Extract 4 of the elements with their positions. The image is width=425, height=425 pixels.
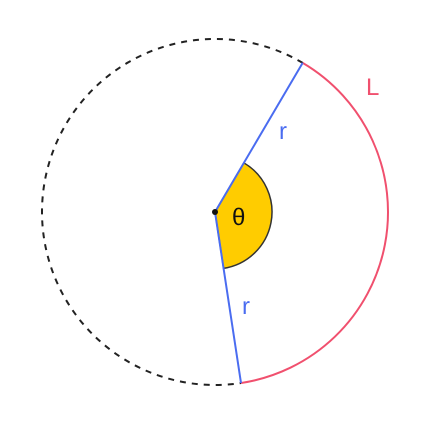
radius-label: r: [242, 295, 250, 319]
radius-label: r: [279, 120, 287, 144]
angle-label: θ: [232, 206, 246, 230]
arc-length-label: L: [366, 76, 380, 100]
